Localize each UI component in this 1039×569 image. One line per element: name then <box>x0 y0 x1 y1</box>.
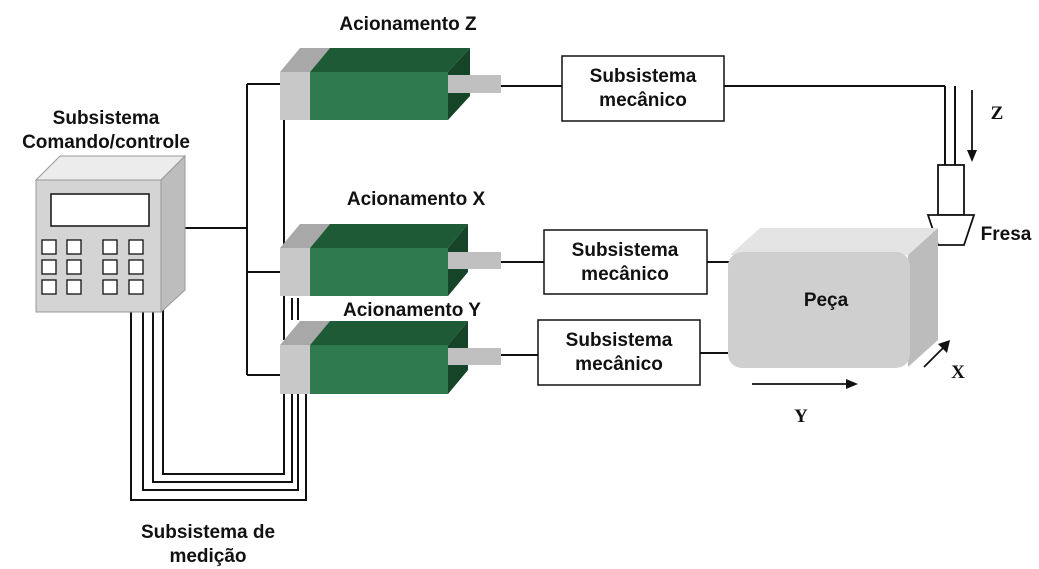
axis-y-label: Y <box>794 406 808 427</box>
drive-x-motor <box>280 224 501 296</box>
mech-x-line2: mecânico <box>581 264 669 285</box>
drive-z-label: Acionamento Z <box>339 14 477 35</box>
mech-y-line1: Subsistema <box>566 330 673 351</box>
mech-x-line1: Subsistema <box>572 240 679 261</box>
workpiece-block <box>728 228 938 368</box>
mech-z-line2: mecânico <box>599 90 687 111</box>
control-wires <box>182 83 285 376</box>
drive-x-shaft <box>448 252 501 269</box>
axis-x-label: X <box>951 362 965 383</box>
display-screen <box>50 193 150 227</box>
tool-label: Fresa <box>981 224 1032 245</box>
workpiece-label: Peça <box>804 290 849 311</box>
measurement-line2: medição <box>169 546 246 567</box>
drive-z-shaft <box>448 75 501 93</box>
drive-y-shaft <box>448 348 501 365</box>
drive-y-label: Acionamento Y <box>343 300 481 321</box>
mech-box-y <box>537 319 701 386</box>
measurement-wires <box>130 298 307 501</box>
mech-box-z <box>561 55 725 122</box>
mech-z-line1: Subsistema <box>590 66 697 87</box>
drive-x-label: Acionamento X <box>347 189 486 210</box>
drive-z-motor <box>280 48 501 120</box>
keypad <box>41 239 144 295</box>
measurement-line1: Subsistema de <box>141 522 275 543</box>
control-title-line2: Comando/controle <box>22 132 190 153</box>
drive-y-motor <box>280 321 501 394</box>
mech-links <box>501 85 956 356</box>
x-axis-arrow <box>923 346 945 368</box>
mech-y-line2: mecânico <box>575 354 663 375</box>
control-cabinet <box>34 154 187 314</box>
spindle-holder <box>937 164 965 216</box>
control-title-line1: Subsistema <box>53 108 160 129</box>
axis-z-label: Z <box>991 103 1004 124</box>
axis-arrows <box>752 90 977 389</box>
mech-box-x <box>543 229 708 295</box>
